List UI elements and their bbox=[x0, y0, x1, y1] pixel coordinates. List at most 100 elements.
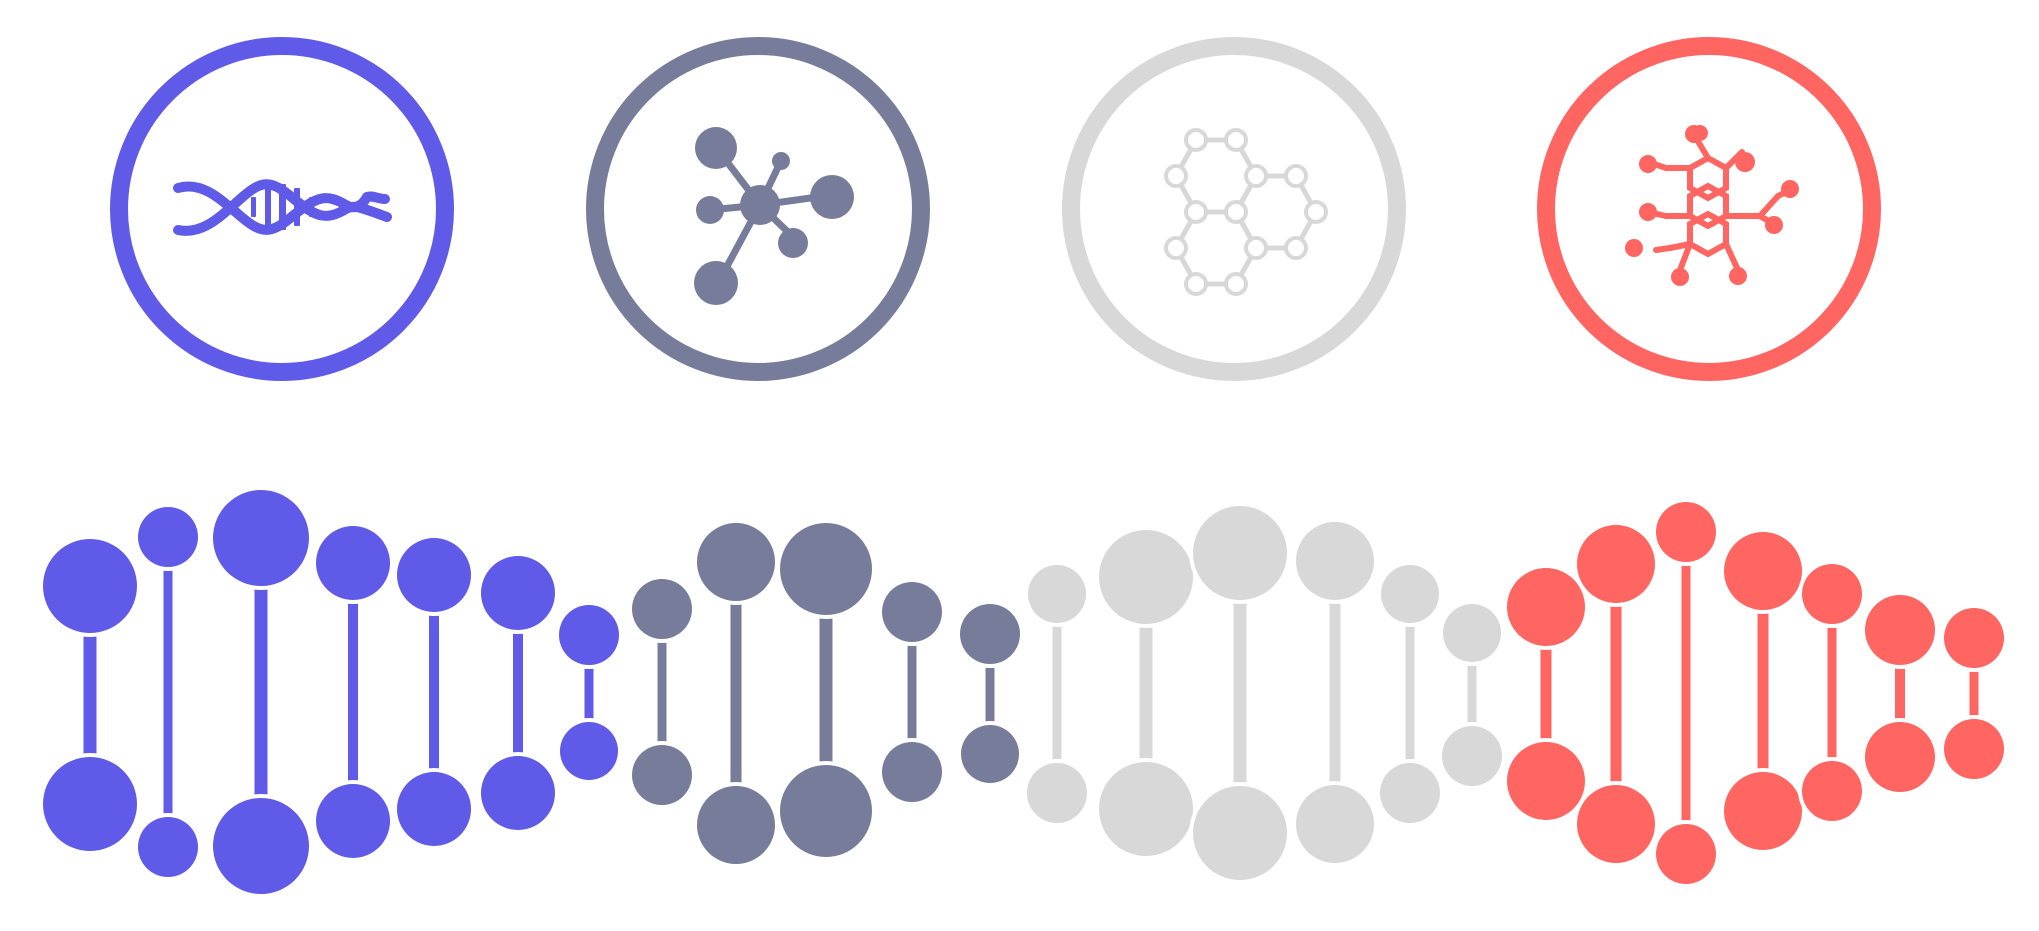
rung-bottom-node bbox=[1193, 786, 1287, 880]
rung-bar bbox=[1233, 553, 1247, 833]
rung-top-node bbox=[43, 539, 137, 633]
dna-rung-light_gray bbox=[1438, 600, 1506, 790]
icon-badge-3 bbox=[1062, 37, 1406, 381]
rung-bottom-node bbox=[1507, 742, 1585, 820]
rung-top-node bbox=[1865, 595, 1935, 665]
rung-bar bbox=[254, 538, 268, 846]
rung-bar bbox=[1329, 561, 1341, 824]
rung-bottom-node bbox=[1656, 824, 1716, 884]
icon-ring bbox=[586, 37, 930, 381]
chemical-structure-icon bbox=[1625, 125, 1799, 286]
rung-bar bbox=[83, 586, 97, 804]
dna-rung-coral bbox=[1503, 564, 1589, 824]
rung-top-node bbox=[780, 523, 872, 615]
rung-top-node bbox=[1724, 532, 1802, 610]
rung-top-node bbox=[138, 507, 198, 567]
rung-top-node bbox=[397, 538, 471, 612]
rung-bar bbox=[348, 563, 358, 821]
rung-bottom-node bbox=[1802, 761, 1862, 821]
dna-rung-coral bbox=[1940, 604, 2008, 783]
rung-bottom-node bbox=[397, 772, 471, 846]
rung-bar bbox=[1610, 564, 1622, 824]
rung-bar bbox=[1052, 594, 1062, 793]
dna-rung-slate bbox=[776, 519, 876, 861]
rung-top-node bbox=[1507, 568, 1585, 646]
dna-rung-light_gray bbox=[1376, 561, 1444, 827]
dna-rung-blue bbox=[312, 522, 394, 862]
rung-bar bbox=[657, 609, 667, 775]
icon-badge-1 bbox=[110, 37, 454, 381]
rung-bar bbox=[907, 612, 917, 772]
dna-rung-coral bbox=[1652, 498, 1720, 888]
rung-top-node bbox=[1193, 506, 1287, 600]
icon-ring bbox=[1062, 37, 1406, 381]
rung-bottom-node bbox=[1380, 763, 1440, 823]
rung-top-node bbox=[1656, 502, 1716, 562]
dna-rung-coral bbox=[1720, 528, 1806, 854]
rung-bar bbox=[1895, 630, 1905, 757]
dna-rung-coral bbox=[1573, 521, 1659, 867]
dna-rung-slate bbox=[628, 575, 696, 809]
rung-bottom-node bbox=[213, 798, 309, 894]
rung-bar bbox=[513, 593, 523, 793]
rung-bar bbox=[429, 575, 439, 809]
icon-badge-2 bbox=[586, 37, 930, 381]
rung-bar bbox=[819, 569, 833, 811]
dna-helix-icon bbox=[173, 179, 392, 236]
rung-bottom-node bbox=[560, 722, 618, 780]
rung-bottom-node bbox=[1296, 785, 1374, 863]
rung-bar bbox=[1969, 638, 1979, 749]
rung-bottom-node bbox=[697, 786, 775, 864]
rung-top-node bbox=[213, 490, 309, 586]
dna-rung-light_gray bbox=[1292, 518, 1378, 867]
rung-bottom-node bbox=[138, 817, 198, 877]
dna-rung-slate bbox=[693, 519, 779, 868]
dna-rung-slate bbox=[878, 578, 946, 806]
rung-bottom-node bbox=[1577, 785, 1655, 863]
dna-rung-coral bbox=[1861, 591, 1939, 796]
rung-bottom-node bbox=[632, 745, 692, 805]
dna-rung-light_gray bbox=[1189, 502, 1291, 884]
rung-bar bbox=[1681, 532, 1691, 854]
rung-top-node bbox=[1099, 530, 1193, 624]
rung-top-node bbox=[960, 604, 1020, 664]
dna-rung-light_gray bbox=[1095, 526, 1197, 860]
rung-top-node bbox=[481, 556, 555, 630]
dna-strand bbox=[39, 486, 2008, 898]
rung-bar bbox=[1757, 571, 1769, 811]
rung-bottom-node bbox=[1865, 722, 1935, 792]
rung-bar bbox=[584, 635, 594, 751]
rung-bar bbox=[1540, 607, 1552, 781]
dna-rung-blue bbox=[134, 503, 202, 881]
dna-rung-blue bbox=[393, 534, 475, 850]
rung-bottom-node bbox=[1442, 726, 1502, 786]
molecule-icon bbox=[694, 127, 854, 305]
icon-ring bbox=[1537, 37, 1881, 381]
rung-bottom-node bbox=[961, 725, 1019, 783]
dna-rung-light_gray bbox=[1023, 561, 1091, 827]
icon-ring bbox=[110, 37, 454, 381]
dna-rung-blue bbox=[477, 552, 559, 834]
rung-top-node bbox=[1296, 522, 1374, 600]
dna-rung-blue bbox=[555, 601, 623, 784]
rung-bottom-node bbox=[316, 784, 390, 858]
dna-rung-blue bbox=[39, 535, 141, 855]
rung-top-node bbox=[316, 526, 390, 600]
rung-top-node bbox=[1577, 525, 1655, 603]
rung-top-node bbox=[559, 605, 619, 665]
rung-bottom-node bbox=[1944, 719, 2004, 779]
rung-top-node bbox=[1381, 565, 1439, 623]
rung-bar bbox=[163, 537, 173, 847]
rung-top-node bbox=[1944, 608, 2004, 668]
hexagon-lattice-icon bbox=[1164, 128, 1328, 296]
dna-rung-blue bbox=[209, 486, 313, 898]
rung-bottom-node bbox=[1099, 762, 1193, 856]
rung-top-node bbox=[632, 579, 692, 639]
rung-bottom-node bbox=[481, 756, 555, 830]
rung-bottom-node bbox=[780, 765, 872, 857]
rung-bottom-node bbox=[1027, 763, 1087, 823]
rung-top-node bbox=[1802, 564, 1862, 624]
rung-top-node bbox=[697, 523, 775, 601]
